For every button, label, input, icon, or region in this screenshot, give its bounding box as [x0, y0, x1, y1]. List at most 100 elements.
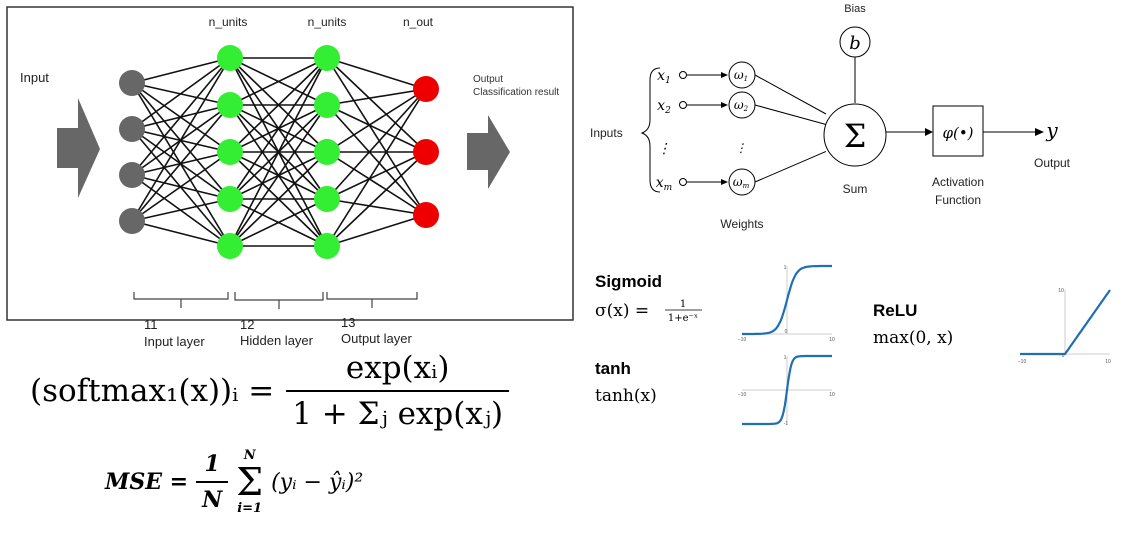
output-node: [413, 202, 439, 228]
tick-label: 10: [829, 337, 835, 343]
network-edge: [131, 57, 231, 130]
weight-symbol: ⋮: [735, 141, 747, 155]
relu-title: ReLU: [873, 301, 917, 320]
input-node: [119, 116, 145, 142]
network-edge: [229, 57, 328, 247]
output-arrow-icon: [467, 115, 510, 189]
arrowhead-icon: [721, 179, 728, 185]
output-symbol: y: [1045, 118, 1058, 142]
hidden-node: [217, 45, 243, 71]
hidden-node: [217, 139, 243, 165]
network-edge: [229, 198, 328, 247]
hidden-node: [314, 45, 340, 71]
network-edge: [326, 88, 427, 153]
sum-symbol: Σ: [844, 117, 867, 155]
layer-name: Input layer: [144, 334, 205, 349]
sum-lower-limit: i=1: [237, 501, 263, 516]
softmax-lhs: (softmax₁(x))ᵢ =: [30, 373, 275, 409]
output-label: Output: [1034, 156, 1071, 170]
softmax-numerator: exp(xᵢ): [345, 350, 450, 386]
hidden-node: [314, 186, 340, 212]
layer-header: n_units: [209, 15, 248, 29]
hidden-node: [217, 233, 243, 259]
hidden-node: [314, 92, 340, 118]
weights-label: Weights: [720, 217, 763, 231]
hidden-node: [217, 186, 243, 212]
network-edge: [229, 104, 328, 247]
sigmoid-formula-num: 1: [680, 299, 686, 310]
mse-numerator: 1: [204, 451, 220, 477]
bias-symbol: b: [849, 33, 861, 54]
tanh-formula: tanh(x): [595, 386, 657, 406]
hidden-node: [217, 92, 243, 118]
activation-curve: [742, 354, 832, 426]
network-edge: [326, 104, 427, 216]
layer-brackets: [133, 292, 418, 309]
sum-label: Sum: [843, 182, 868, 196]
network-edge: [326, 214, 427, 247]
input-node: [119, 162, 145, 188]
layer-name: Output layer: [341, 331, 412, 346]
tick-label: 0: [785, 329, 788, 335]
input-label: Input: [20, 70, 49, 85]
tick-label: 1: [784, 355, 787, 361]
activation-label-function: Function: [935, 193, 981, 207]
input-symbol: xm: [656, 175, 672, 193]
network-edge: [326, 88, 427, 106]
layer-number: 11: [144, 317, 158, 332]
activation-curve: [742, 264, 832, 336]
network-edges: [131, 57, 427, 247]
tick-label: −10: [738, 337, 747, 343]
mse-body: (yᵢ − ŷᵢ)²: [271, 469, 364, 495]
sum-sigma: Σ: [236, 460, 264, 504]
network-edge: [131, 198, 231, 222]
network-edge: [326, 57, 427, 153]
network-edge: [326, 151, 427, 216]
network-edge: [229, 57, 328, 200]
input-node: [119, 70, 145, 96]
layer-header: n_out: [403, 15, 434, 29]
tick-label: 10: [1105, 359, 1111, 365]
layer-number: 12: [240, 317, 254, 332]
network-edge: [131, 57, 231, 84]
input-symbol: ⋮: [657, 141, 671, 157]
weight-arrow: [754, 150, 827, 183]
network-edge: [326, 88, 427, 247]
network-edge: [326, 57, 427, 216]
weight-arrow: [754, 74, 827, 115]
network-edge: [326, 104, 427, 153]
layer-name: Hidden layer: [240, 333, 314, 348]
network-edge: [326, 198, 427, 216]
network-edge: [326, 88, 427, 200]
tick-label: −10: [1018, 359, 1027, 365]
layer-number: 13: [341, 315, 355, 330]
relu-formula: max(0, x): [873, 328, 953, 348]
activation-label: Activation: [932, 175, 984, 189]
tick-label: 1: [784, 265, 787, 271]
input-node: [679, 71, 687, 79]
softmax-formula: (softmax₁(x))ᵢ = exp(xᵢ)1 + Σⱼ exp(xⱼ): [30, 350, 510, 432]
input-node: [679, 178, 687, 186]
input-node: [119, 208, 145, 234]
sum-upper-limit: N: [243, 448, 256, 463]
hidden-node: [314, 233, 340, 259]
inputs-brace: [640, 67, 661, 193]
tick-label: 0: [1062, 353, 1065, 359]
sigmoid-title: Sigmoid: [595, 272, 662, 291]
input-symbol: x1: [657, 68, 671, 86]
tick-label: −10: [738, 392, 747, 398]
output-node: [413, 76, 439, 102]
hidden-node: [314, 139, 340, 165]
arrowhead-icon: [721, 102, 728, 108]
layer-header: n_units: [308, 15, 347, 29]
weight-arrow: [754, 104, 827, 125]
network-edge: [131, 220, 231, 247]
